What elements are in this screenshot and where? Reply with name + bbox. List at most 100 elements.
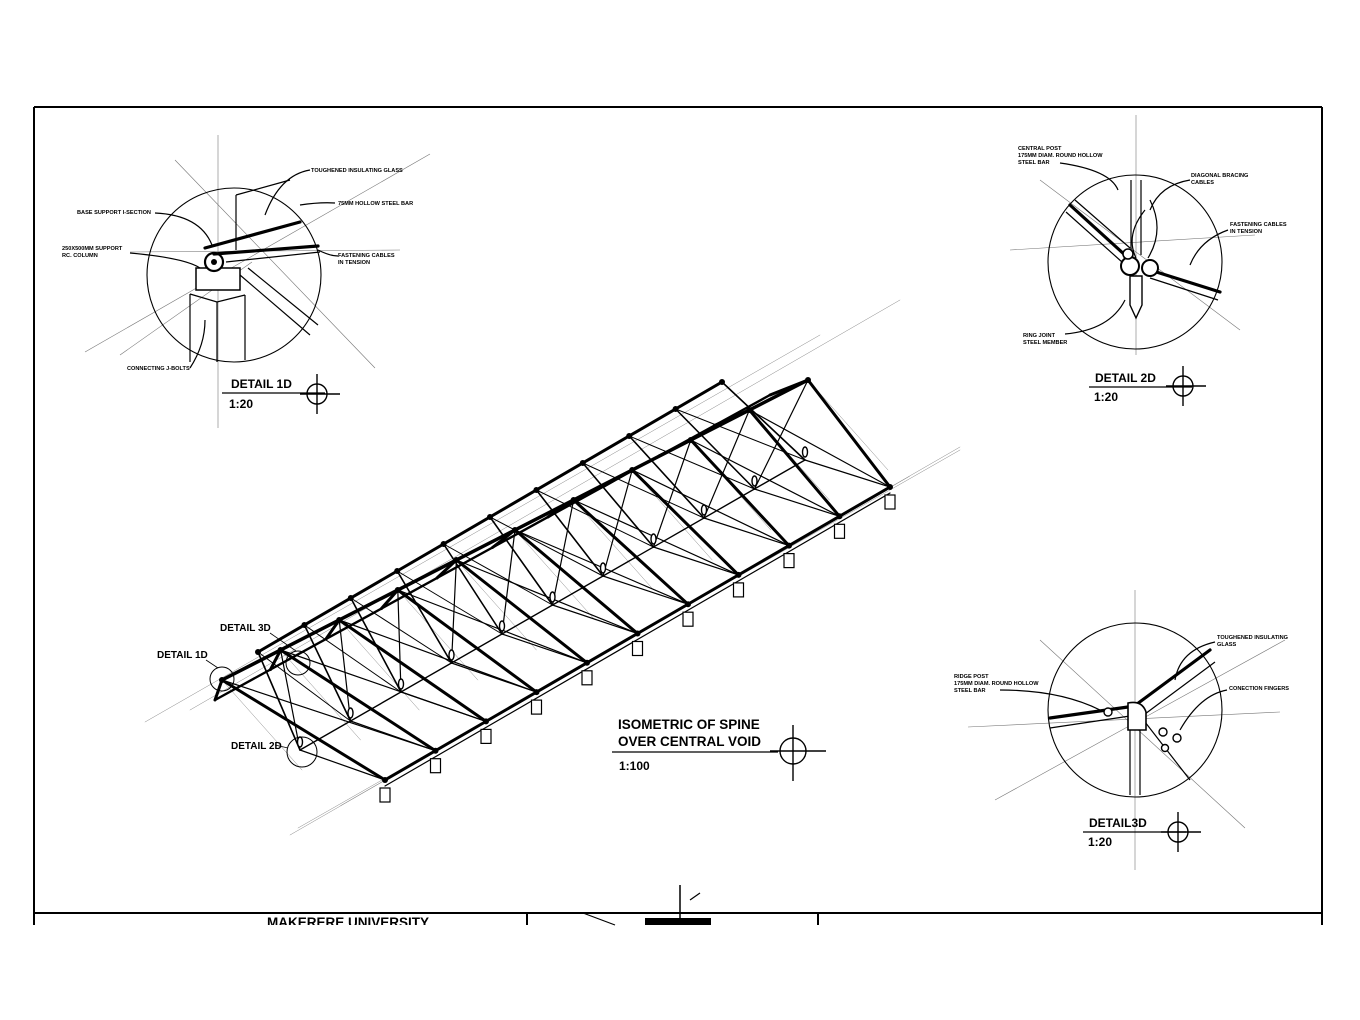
support-column bbox=[732, 582, 745, 598]
ring-joint bbox=[549, 591, 556, 603]
rafter bbox=[435, 558, 458, 580]
rafter bbox=[602, 468, 634, 488]
rafter bbox=[220, 678, 387, 782]
cable bbox=[489, 516, 604, 577]
rafter bbox=[513, 528, 639, 635]
label-ring-joint: RING JOINT bbox=[1023, 333, 1056, 339]
detail-1d-leaders bbox=[129, 169, 339, 369]
label-steel-member: STEEL MEMBER bbox=[1023, 340, 1067, 346]
truss-node bbox=[382, 777, 388, 783]
label-fastening-cables-2d: FASTENING CABLES bbox=[1230, 222, 1287, 228]
label-fastening-cables: FASTENING CABLES bbox=[338, 253, 395, 259]
main-title-line2: OVER CENTRAL VOID bbox=[618, 734, 761, 749]
label-ridge-steel-bar: STEEL BAR bbox=[954, 688, 986, 694]
rafter bbox=[657, 438, 693, 458]
rafter bbox=[546, 498, 576, 519]
callout-detail-3d-circle bbox=[285, 650, 311, 676]
detail-1d-circle bbox=[146, 187, 322, 363]
truss-node bbox=[336, 617, 343, 623]
tie bbox=[652, 546, 740, 576]
ring-joint bbox=[397, 678, 405, 690]
detail-3d: TOUGHENED INSULATING GLASS RIDGE POST 17… bbox=[954, 590, 1289, 870]
truss-node bbox=[512, 527, 518, 533]
rafter bbox=[396, 588, 538, 694]
truss-guide-line bbox=[397, 589, 479, 681]
callout-detail-1d-label: DETAIL 1D bbox=[157, 650, 208, 661]
section-marker-icon bbox=[300, 374, 340, 414]
support-column bbox=[833, 523, 846, 539]
post bbox=[257, 651, 301, 751]
truss-node bbox=[533, 689, 540, 696]
tie bbox=[299, 749, 386, 781]
detail-2d-scale: 1:20 bbox=[1094, 390, 1118, 404]
diagonal-brace bbox=[221, 679, 437, 752]
label-connection-fingers: CONECTION FINGERS bbox=[1229, 686, 1289, 692]
support-column bbox=[783, 552, 795, 569]
diagonal-brace bbox=[652, 439, 692, 548]
diagonal-brace bbox=[280, 649, 301, 751]
truss-node bbox=[805, 377, 811, 383]
detail-3d-drawing bbox=[1048, 648, 1216, 795]
detail-3d-leaders bbox=[999, 641, 1228, 731]
diagonal-brace bbox=[397, 589, 588, 664]
tie bbox=[349, 720, 437, 752]
label-glass: GLASS bbox=[1217, 642, 1237, 648]
label-steel-bar: STEEL BAR bbox=[1018, 160, 1050, 166]
detail-1d-drawing bbox=[189, 179, 321, 362]
diagonal-brace bbox=[338, 619, 538, 693]
diagonal-brace bbox=[551, 499, 575, 606]
rafter bbox=[713, 408, 751, 427]
label-cables: CABLES bbox=[1191, 180, 1214, 186]
detail-2d-title: DETAIL 2D bbox=[1095, 371, 1156, 385]
tie bbox=[602, 575, 689, 605]
label-toughened-glass: TOUGHENED INSULATING GLASS bbox=[311, 168, 403, 174]
truss-node bbox=[685, 601, 691, 608]
label-ridge-diameter: 175MM DIAM. ROUND HOLLOW bbox=[954, 681, 1039, 687]
detail-3d-scale: 1:20 bbox=[1088, 835, 1112, 849]
truss-members bbox=[213, 377, 893, 787]
label-toughened-insulating: TOUGHENED INSULATING bbox=[1217, 635, 1288, 641]
label-support-size: 250X500MM SUPPORT bbox=[62, 246, 123, 252]
tie bbox=[703, 517, 790, 547]
cable bbox=[628, 435, 755, 490]
diagonal-brace bbox=[748, 409, 891, 488]
cable bbox=[535, 489, 654, 548]
truss-node bbox=[487, 514, 493, 520]
truss-node bbox=[786, 542, 792, 549]
diagonal-brace bbox=[631, 469, 790, 547]
post bbox=[535, 489, 604, 577]
diagonal-brace bbox=[397, 589, 402, 693]
main-title-line1: ISOMETRIC OF SPINE bbox=[618, 717, 760, 732]
isometric-truss bbox=[144, 299, 961, 836]
post bbox=[489, 516, 554, 606]
north-arrow-icon bbox=[582, 885, 711, 926]
tie bbox=[804, 459, 891, 488]
truss-node bbox=[277, 647, 284, 653]
ring-joint bbox=[347, 707, 354, 719]
tie bbox=[551, 604, 639, 635]
section-marker-icon bbox=[770, 725, 826, 781]
section-marker-icon bbox=[1166, 366, 1206, 406]
cable bbox=[396, 570, 503, 635]
diagonal-brace bbox=[690, 439, 841, 517]
rafter bbox=[380, 588, 400, 610]
truss-node bbox=[570, 497, 577, 503]
tie bbox=[450, 662, 538, 693]
rafter bbox=[337, 618, 488, 723]
post bbox=[721, 381, 806, 461]
rafter bbox=[768, 378, 810, 397]
post bbox=[396, 570, 453, 664]
support-column bbox=[429, 758, 442, 774]
cable bbox=[582, 462, 705, 519]
title-block: MAKERERE UNIVERSITY bbox=[267, 885, 711, 926]
truss-node bbox=[440, 541, 447, 547]
rafter bbox=[630, 468, 740, 577]
truss-node bbox=[887, 484, 893, 490]
rafter bbox=[689, 438, 791, 548]
detail-3d-circle bbox=[1047, 622, 1223, 798]
ring-joint bbox=[599, 562, 607, 574]
callout-detail-1d-circle bbox=[209, 666, 235, 692]
truss-node bbox=[533, 487, 540, 493]
truss-node bbox=[735, 571, 742, 578]
